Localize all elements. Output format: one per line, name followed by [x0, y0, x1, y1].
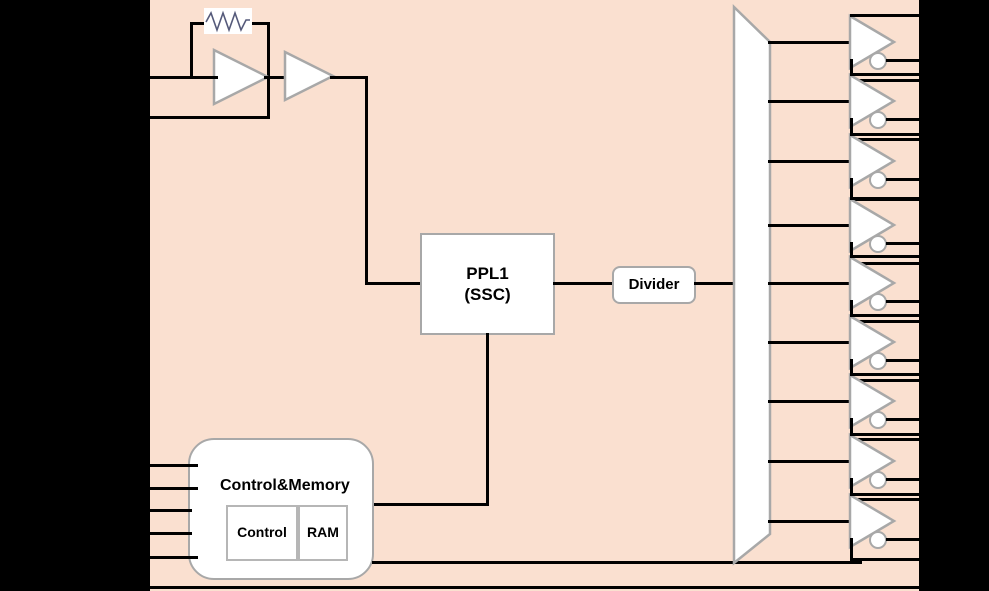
feedback-wire-top-left: [190, 22, 212, 25]
output-true-wire-2: [850, 73, 919, 76]
mux-to-buffer-wire-5: [768, 282, 856, 285]
xtal-input-wire-1: [150, 76, 220, 79]
xtal-buffer-triangle-icon: [283, 49, 336, 103]
mux-to-buffer-wire-9: [768, 520, 856, 523]
control-memory-block[interactable]: Control&Memory Control RAM: [188, 438, 374, 580]
output-comp-return-5: [850, 320, 919, 323]
output-mux-trapezoid-icon[interactable]: [730, 4, 778, 566]
output-comp-wire-8: [886, 478, 919, 481]
output-comp-drop-5: [850, 300, 853, 322]
ram-sub-block[interactable]: RAM: [298, 505, 348, 561]
pll1-label-line2: (SSC): [464, 285, 511, 304]
mux-to-buffer-wire-3: [768, 160, 856, 163]
control-input-wire-2: [150, 487, 198, 490]
output-comp-wire-4: [886, 242, 919, 245]
pll1-label-line1: PPL1: [466, 263, 509, 283]
output-comp-drop-6: [850, 359, 853, 381]
differential-buffer-icon-5[interactable]: [848, 254, 906, 312]
output-comp-wire-7: [886, 418, 919, 421]
output-true-wire-7: [850, 373, 919, 376]
control-sub-label: Control: [237, 524, 287, 541]
differential-buffer-icon-6[interactable]: [848, 313, 906, 371]
output-true-wire-6: [850, 314, 919, 317]
output-comp-drop-8: [850, 478, 853, 500]
control-memory-title: Control&Memory: [220, 477, 350, 494]
output-true-wire-3: [850, 133, 919, 136]
output-comp-drop-9: [850, 538, 853, 560]
mux-to-buffer-wire-1: [768, 41, 856, 44]
output-true-wire-1: [850, 14, 919, 17]
mux-to-buffer-wire-7: [768, 400, 856, 403]
block-diagram-panel: PPL1 (SSC) Divider Control&Memory Contro…: [150, 0, 919, 591]
mux-to-buffer-wire-4: [768, 224, 856, 227]
output-comp-drop-3: [850, 178, 853, 200]
output-true-wire-4: [850, 197, 919, 200]
output-comp-drop-4: [850, 242, 853, 264]
mux-to-buffer-wire-2: [768, 100, 856, 103]
output-comp-drop-7: [850, 418, 853, 440]
control-input-wire-3: [150, 509, 192, 512]
output-comp-wire-9: [886, 538, 919, 541]
buffer-output-wire: [330, 76, 368, 79]
divider-block[interactable]: Divider: [612, 266, 696, 304]
output-comp-return-1: [850, 79, 919, 82]
output-comp-return-2: [850, 138, 919, 141]
pll-input-wire: [365, 282, 422, 285]
feedback-resistor-icon: [204, 8, 252, 34]
pll-control-vertical-wire: [486, 333, 489, 505]
mux-to-buffer-wire-8: [768, 460, 856, 463]
output-comp-return-6: [850, 379, 919, 382]
feedback-wire-top-right: [250, 22, 270, 25]
pll-control-horizontal-wire: [372, 503, 489, 506]
output-comp-drop-2: [850, 118, 853, 140]
differential-buffer-icon-2[interactable]: [848, 72, 906, 130]
differential-buffer-icon-9[interactable]: [848, 492, 906, 550]
divider-to-mux-wire: [694, 282, 740, 285]
pll-to-divider-wire: [553, 282, 615, 285]
feedback-wire-right-vertical: [267, 22, 270, 119]
control-output-bus-wire: [372, 561, 862, 564]
output-comp-return-7: [850, 438, 919, 441]
output-comp-wire-1: [886, 59, 919, 62]
output-comp-return-4: [850, 262, 919, 265]
xtal-input-wire-2: [150, 116, 268, 119]
amplifier-triangle-icon: [212, 47, 271, 107]
output-comp-return-8: [850, 498, 919, 501]
output-comp-wire-3: [886, 178, 919, 181]
panel-bottom-border: [150, 586, 919, 589]
buffer-to-pll-vertical-wire: [365, 76, 368, 284]
amplifier-output-wire: [264, 76, 286, 79]
output-comp-wire-6: [886, 359, 919, 362]
control-input-wire-4: [150, 532, 192, 535]
amplifier-input-wire: [190, 76, 218, 79]
output-true-wire-9: [850, 493, 919, 496]
pll1-ssc-block[interactable]: PPL1 (SSC): [420, 233, 555, 335]
differential-buffer-icon-1[interactable]: [848, 13, 906, 71]
divider-label: Divider: [628, 275, 680, 293]
ram-sub-label: RAM: [307, 524, 339, 541]
control-sub-block[interactable]: Control: [226, 505, 298, 561]
control-input-wire-5: [150, 556, 198, 559]
differential-buffer-icon-4[interactable]: [848, 196, 906, 254]
control-input-wire-1: [150, 464, 198, 467]
output-comp-wire-5: [886, 300, 919, 303]
feedback-wire-left-vertical: [190, 22, 193, 79]
output-comp-return-9: [850, 558, 919, 561]
output-true-wire-5: [850, 255, 919, 258]
output-comp-drop-1: [850, 59, 853, 81]
output-comp-wire-2: [886, 118, 919, 121]
mux-to-buffer-wire-6: [768, 341, 856, 344]
output-true-wire-8: [850, 433, 919, 436]
